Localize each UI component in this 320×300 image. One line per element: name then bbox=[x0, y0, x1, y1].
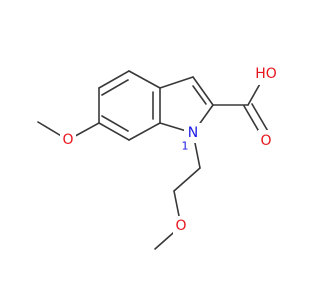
atom-label-methoxy-oxygen: O bbox=[62, 132, 73, 148]
bond bbox=[192, 76, 214, 106]
bond bbox=[173, 167, 201, 192]
bond bbox=[192, 85, 207, 105]
atom-label-indole-nitrogen: N bbox=[188, 125, 198, 141]
bond bbox=[128, 122, 161, 141]
bond bbox=[98, 70, 130, 89]
atom-label-hydroxyl-oxygen: HO bbox=[255, 66, 277, 82]
atom-label-ether-oxygen: O bbox=[175, 218, 186, 234]
molecule-structure: HO O O N 1 O bbox=[37, 63, 280, 250]
bond-group bbox=[37, 70, 270, 250]
bond bbox=[159, 76, 194, 89]
atom-label-carbonyl-oxygen: O bbox=[260, 133, 271, 149]
bond bbox=[101, 115, 129, 132]
bond bbox=[128, 70, 161, 89]
bond bbox=[251, 103, 270, 134]
atom-label-group: HO O O N 1 O bbox=[60, 63, 280, 236]
atom-label-indole-nitrogen-locant: 1 bbox=[182, 140, 189, 153]
bond bbox=[101, 79, 129, 96]
bond bbox=[98, 122, 130, 141]
